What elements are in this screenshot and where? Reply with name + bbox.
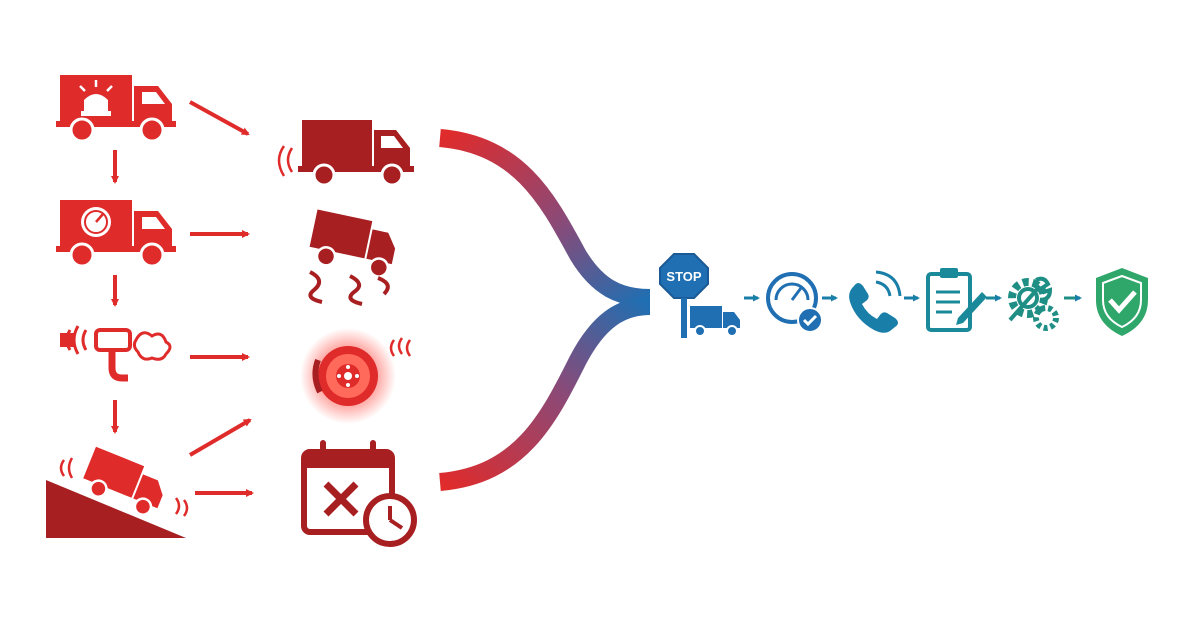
truck-speedometer-icon [56, 200, 176, 268]
truck-warning-light-icon [56, 75, 176, 143]
gears-wrench-icon [1008, 276, 1059, 331]
phone-call-icon [849, 270, 902, 333]
arrow [189, 100, 250, 136]
converging-connector [439, 129, 651, 491]
missed-schedule-calendar-icon [301, 440, 417, 547]
gauge-check-icon [766, 272, 823, 333]
truck-on-slope-icon [46, 446, 189, 538]
shield-check-icon [1096, 268, 1148, 336]
truck-skidding-icon [308, 209, 396, 306]
truck-vibration-icon [277, 120, 414, 187]
overheated-brake-disc-icon [300, 328, 412, 424]
stop-sign-truck-icon: STOP [659, 253, 740, 338]
clipboard-report-icon [926, 268, 987, 332]
arrow [188, 418, 252, 457]
stop-sign-text: STOP [666, 269, 701, 284]
exhaust-smoke-icon [60, 325, 172, 382]
cause-effect-arrows [188, 100, 254, 497]
